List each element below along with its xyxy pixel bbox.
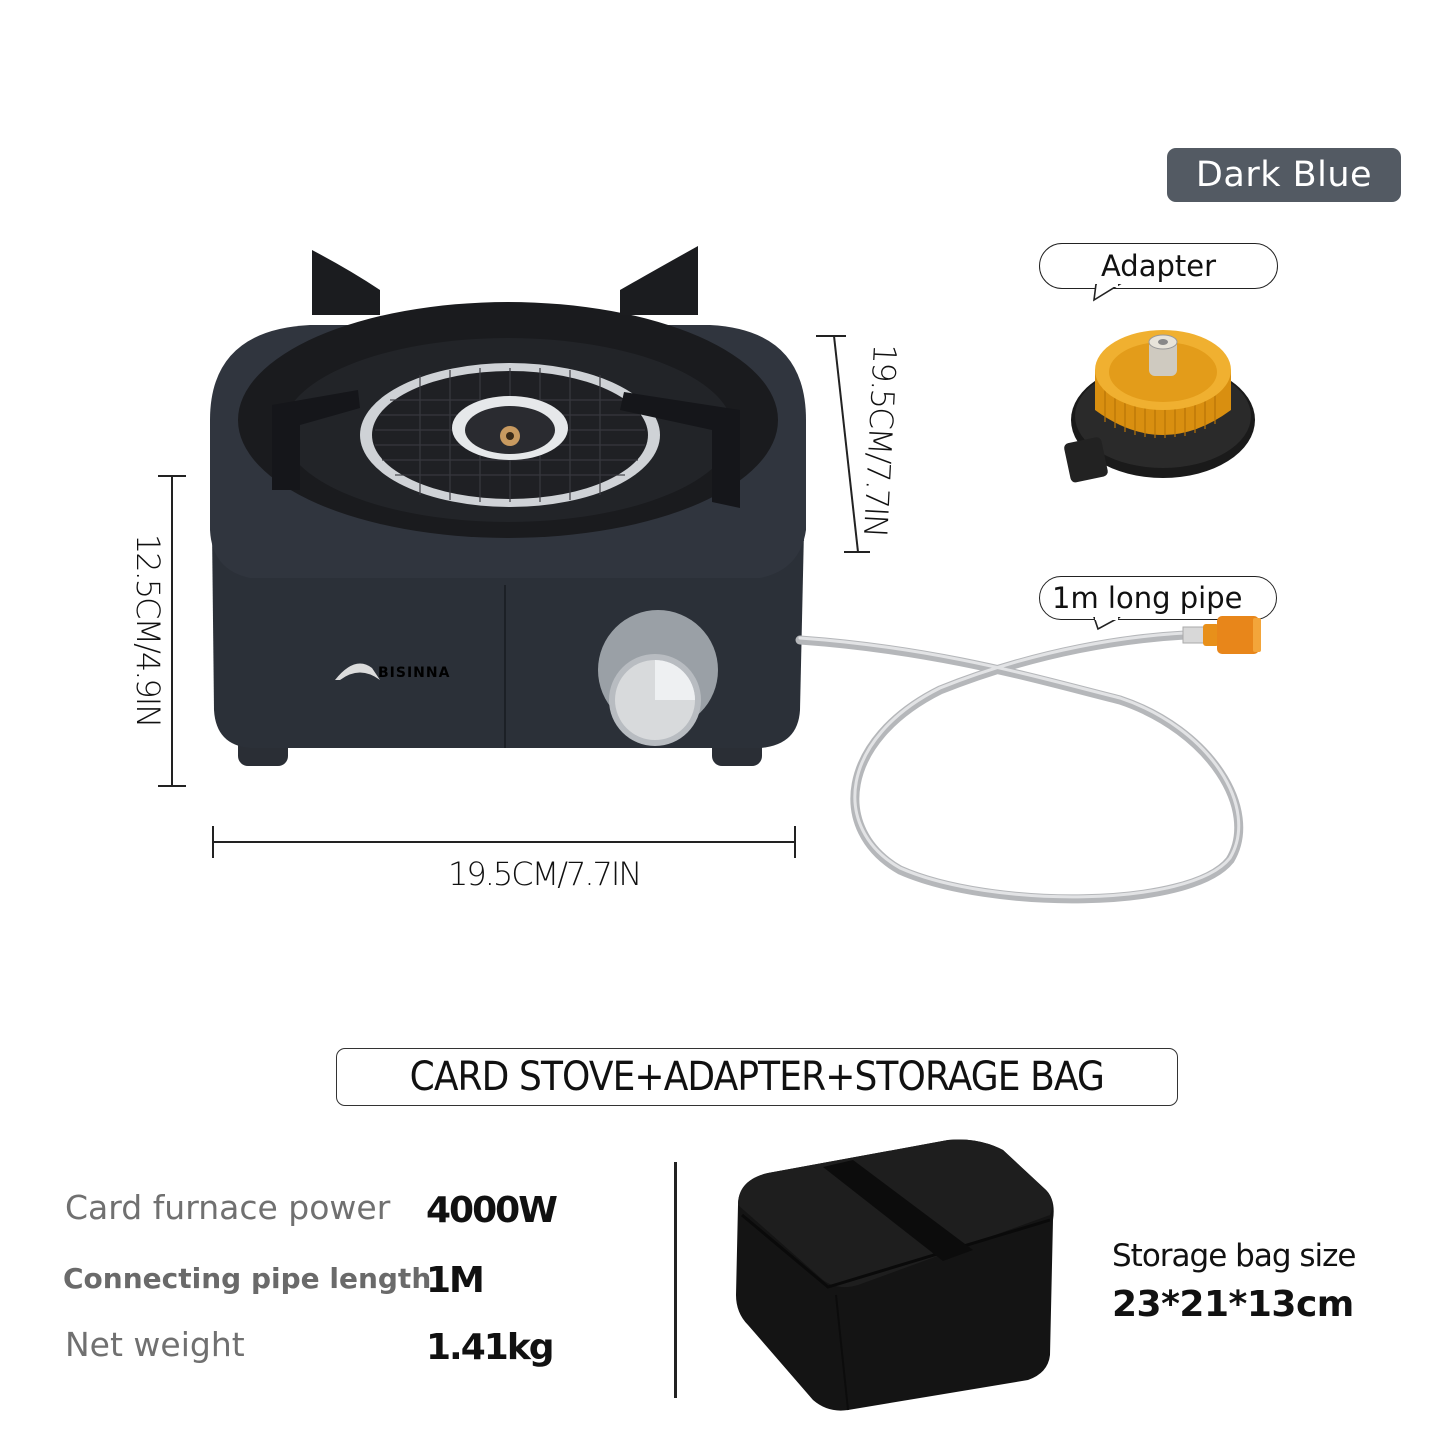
gas-hose-image <box>795 616 1261 904</box>
spec-weight-value: 1.41kg <box>426 1327 555 1368</box>
pipe-callout-tail <box>1093 617 1121 631</box>
height-dimension-label: 12.5CM/4.9IN <box>129 533 167 727</box>
spec-pipe-length-label: Connecting pipe length <box>63 1262 432 1295</box>
spec-power-value: 4000W <box>426 1190 558 1231</box>
spec-power-label: Card furnace power <box>65 1188 391 1227</box>
storage-bag-size-value: 23*21*13cm <box>1112 1284 1354 1325</box>
width-dimension-label: 19.5CM/7.7IN <box>448 855 642 893</box>
brand-logo-text: BISINNA <box>378 665 450 681</box>
package-contents-title: CARD STOVE+ADAPTER+STORAGE BAG <box>336 1048 1178 1106</box>
card-stove-image: BISINNA <box>210 246 806 766</box>
adapter-callout: Adapter <box>1039 243 1278 289</box>
package-contents-label: CARD STOVE+ADAPTER+STORAGE BAG <box>409 1054 1105 1100</box>
spec-weight-label: Net weight <box>65 1325 245 1364</box>
adapter-callout-tail <box>1092 284 1122 302</box>
height-dimension-line <box>158 475 186 787</box>
color-variant-badge: Dark Blue <box>1167 148 1401 202</box>
pipe-callout-label: 1m long pipe <box>1052 581 1243 615</box>
spec-pipe-length-value: 1M <box>426 1260 485 1301</box>
storage-bag-image <box>736 1139 1054 1411</box>
adapter-callout-label: Adapter <box>1100 249 1217 283</box>
storage-bag-size-label: Storage bag size <box>1112 1238 1356 1274</box>
gas-adapter-image <box>1064 330 1255 483</box>
section-divider <box>674 1162 677 1398</box>
pipe-callout: 1m long pipe <box>1039 576 1277 620</box>
depth-dimension-line <box>816 335 870 553</box>
width-dimension-line <box>212 826 796 858</box>
